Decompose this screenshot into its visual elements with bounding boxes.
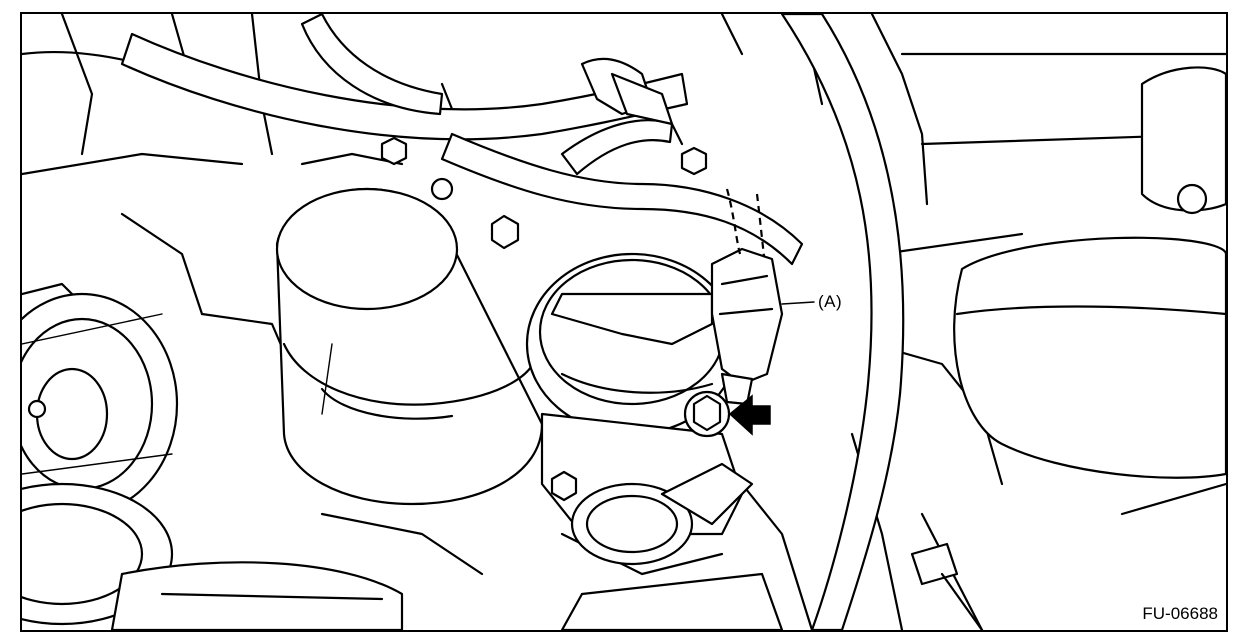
pointer-arrow [728, 394, 771, 436]
figure-id: FU-06688 [1142, 604, 1218, 623]
misc-bolts [380, 136, 708, 502]
reservoir-tank [953, 66, 1226, 479]
diagram-frame: (A) FU-06688 [20, 12, 1228, 632]
connector-a [710, 188, 815, 406]
pump-housing [525, 252, 754, 566]
upper-hose [120, 14, 689, 141]
wiring-harness [440, 57, 804, 266]
callout-label-a: (A) [818, 292, 843, 311]
lower-structure [110, 542, 984, 630]
mounting-bolt [683, 390, 731, 438]
oil-filter [275, 187, 544, 506]
pulley-assembly [22, 292, 179, 626]
main-hose [780, 14, 905, 630]
engine-bay-line-drawing [22, 14, 1226, 630]
